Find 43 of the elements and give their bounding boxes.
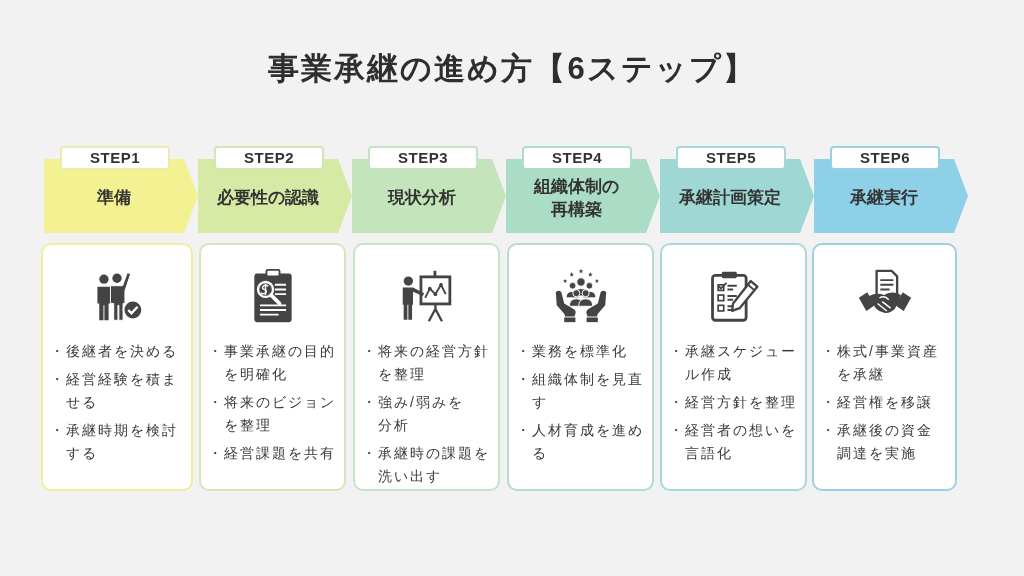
bullet-item-text: ・強み/弱みを分析: [362, 393, 465, 435]
step-title: 現状分析: [388, 187, 456, 210]
bullet-item-text: ・人材育成を進める: [516, 421, 645, 463]
step-card: [812, 243, 957, 491]
step-tab: STEP3: [368, 146, 478, 170]
step-card: [660, 243, 807, 491]
step-card: [353, 243, 500, 491]
step-arrow-banner: [198, 146, 352, 233]
step-arrow-banner: [44, 146, 198, 233]
step-title: 承継実行: [850, 187, 918, 210]
step-card: [41, 243, 193, 491]
step-card: [199, 243, 346, 491]
step-tab: STEP5: [676, 146, 786, 170]
step-arrow-banner: [352, 146, 506, 233]
step-tab: STEP6: [830, 146, 940, 170]
bullet-item-text: ・将来の経営方針を整理: [362, 342, 491, 384]
step-title: 準備: [97, 187, 131, 210]
bullet-item-text: ・承継時期を検討する: [50, 421, 179, 463]
bullet-item-text: ・株式/事業資産を承継: [821, 342, 940, 384]
step-arrow-banner: [814, 146, 968, 233]
bullet-item-text: ・経営者の想いを言語化: [669, 421, 798, 463]
bullet-item-text: ・組織体制を見直す: [516, 370, 645, 412]
step-arrow-banner: [660, 146, 814, 233]
step-title: 承継計画策定: [679, 187, 781, 210]
bullet-item-text: ・承継時の課題を洗い出す: [362, 444, 491, 486]
bullet-item-text: ・経営権を移譲: [821, 393, 934, 412]
step-arrow-banner: [506, 146, 660, 233]
bullet-item-text: ・後継者を決める: [50, 342, 179, 361]
step-tab: STEP1: [60, 146, 170, 170]
title: 事業承継の進め方【6ステップ】: [268, 50, 756, 88]
step-title: 組織体制の再構築: [532, 175, 620, 221]
bullet-item-text: ・承継スケジュール作成: [669, 342, 798, 384]
step-tab: STEP2: [214, 146, 324, 170]
step-card: [507, 243, 654, 491]
bullet-item-text: ・事業承継の目的を明確化: [208, 342, 337, 384]
bullet-item-text: ・経営課題を共有: [208, 444, 337, 463]
bullet-item-text: ・業務を標準化: [516, 342, 629, 361]
bullet-item-text: ・経営方針を整理: [669, 393, 798, 412]
step-tab: STEP4: [522, 146, 632, 170]
bullet-item-text: ・将来のビジョンを整理: [208, 393, 337, 435]
bullet-item-text: ・承継後の資金調達を実施: [821, 421, 934, 463]
step-title: 必要性の認識: [217, 187, 319, 210]
bullet-item-text: ・経営経験を積ませる: [50, 370, 179, 412]
